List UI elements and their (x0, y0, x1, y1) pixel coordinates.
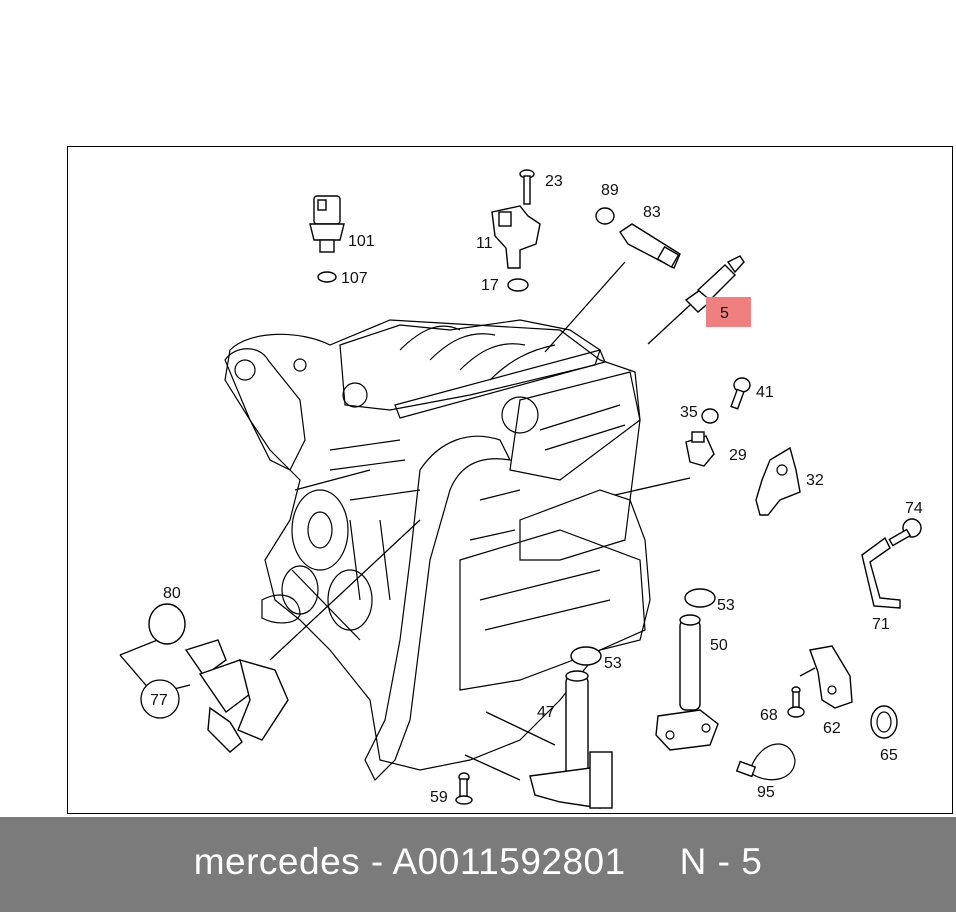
label-50[interactable]: 50 (710, 637, 728, 654)
part-50-pipe[interactable] (655, 614, 719, 751)
footer-brand: mercedes (193, 841, 361, 882)
label-35[interactable]: 35 (680, 404, 698, 421)
label-41[interactable]: 41 (756, 384, 774, 401)
part-74-bolt[interactable] (888, 518, 922, 547)
label-23[interactable]: 23 (545, 173, 563, 190)
part-17-seal-ring[interactable] (507, 278, 529, 292)
part-number-labels: 5 11 17 23 29 32 35 41 47 50 53 53 59 62… (150, 173, 923, 806)
part-62-bracket[interactable] (809, 645, 853, 709)
part-47-pipe[interactable] (529, 670, 613, 809)
label-59[interactable]: 59 (430, 789, 448, 806)
part-11-camshaft-sensor[interactable] (491, 205, 541, 269)
part-71-bracket[interactable] (861, 536, 901, 609)
part-68-bolt[interactable] (787, 686, 805, 718)
part-59-bolt[interactable] (455, 772, 473, 805)
part-5-glow-plug[interactable] (647, 255, 745, 345)
part-35-seal-ring[interactable] (701, 408, 719, 424)
label-17[interactable]: 17 (481, 277, 499, 294)
label-29[interactable]: 29 (729, 447, 747, 464)
label-11[interactable]: 11 (476, 235, 493, 252)
label-74[interactable]: 74 (905, 500, 923, 517)
leader-lines (119, 261, 816, 781)
label-107[interactable]: 107 (341, 270, 368, 287)
label-83[interactable]: 83 (643, 204, 661, 221)
part-89-washer[interactable] (595, 207, 615, 225)
label-95[interactable]: 95 (757, 784, 775, 801)
part-77-connector-assembly[interactable] (184, 639, 289, 753)
part-107-seal-ring[interactable] (317, 271, 337, 283)
label-80[interactable]: 80 (163, 585, 181, 602)
footer-part-number: A0011592801 (392, 841, 626, 882)
part-53-seal-ring-upper[interactable] (684, 588, 716, 608)
label-47[interactable]: 47 (537, 704, 555, 721)
part-80-seal-ring[interactable] (148, 603, 186, 645)
label-77[interactable]: 77 (150, 692, 168, 709)
footer-caption: mercedes - A0011592801 N - 5 (0, 841, 956, 883)
label-89[interactable]: 89 (601, 182, 619, 199)
part-23-bolt[interactable] (519, 169, 535, 205)
label-53-upper[interactable]: 53 (717, 597, 735, 614)
label-71[interactable]: 71 (872, 616, 890, 633)
callout-circle-77 (140, 679, 180, 719)
part-65-clamp[interactable] (870, 705, 898, 739)
label-5[interactable]: 5 (720, 305, 729, 322)
part-29-sensor[interactable] (685, 431, 715, 467)
part-41-bolt[interactable] (730, 377, 751, 410)
part-101-pressure-sensor[interactable] (309, 195, 345, 253)
part-32-bracket[interactable] (755, 446, 801, 516)
label-65[interactable]: 65 (880, 747, 898, 764)
footer-position-label: N - 5 (679, 841, 763, 882)
label-68[interactable]: 68 (760, 707, 778, 724)
label-53-lower[interactable]: 53 (604, 655, 622, 672)
label-101[interactable]: 101 (348, 233, 375, 250)
label-62[interactable]: 62 (823, 720, 841, 737)
part-53-seal-ring-lower[interactable] (570, 646, 602, 666)
engine-block-drawing (224, 319, 651, 782)
footer-bar: mercedes - A0011592801 N - 5 (0, 817, 956, 912)
label-32[interactable]: 32 (806, 472, 824, 489)
part-95-cable-tie[interactable] (735, 743, 796, 781)
part-83-temperature-sensor[interactable] (619, 223, 681, 269)
highlight-box (706, 297, 751, 327)
footer-separator: - (370, 841, 384, 882)
